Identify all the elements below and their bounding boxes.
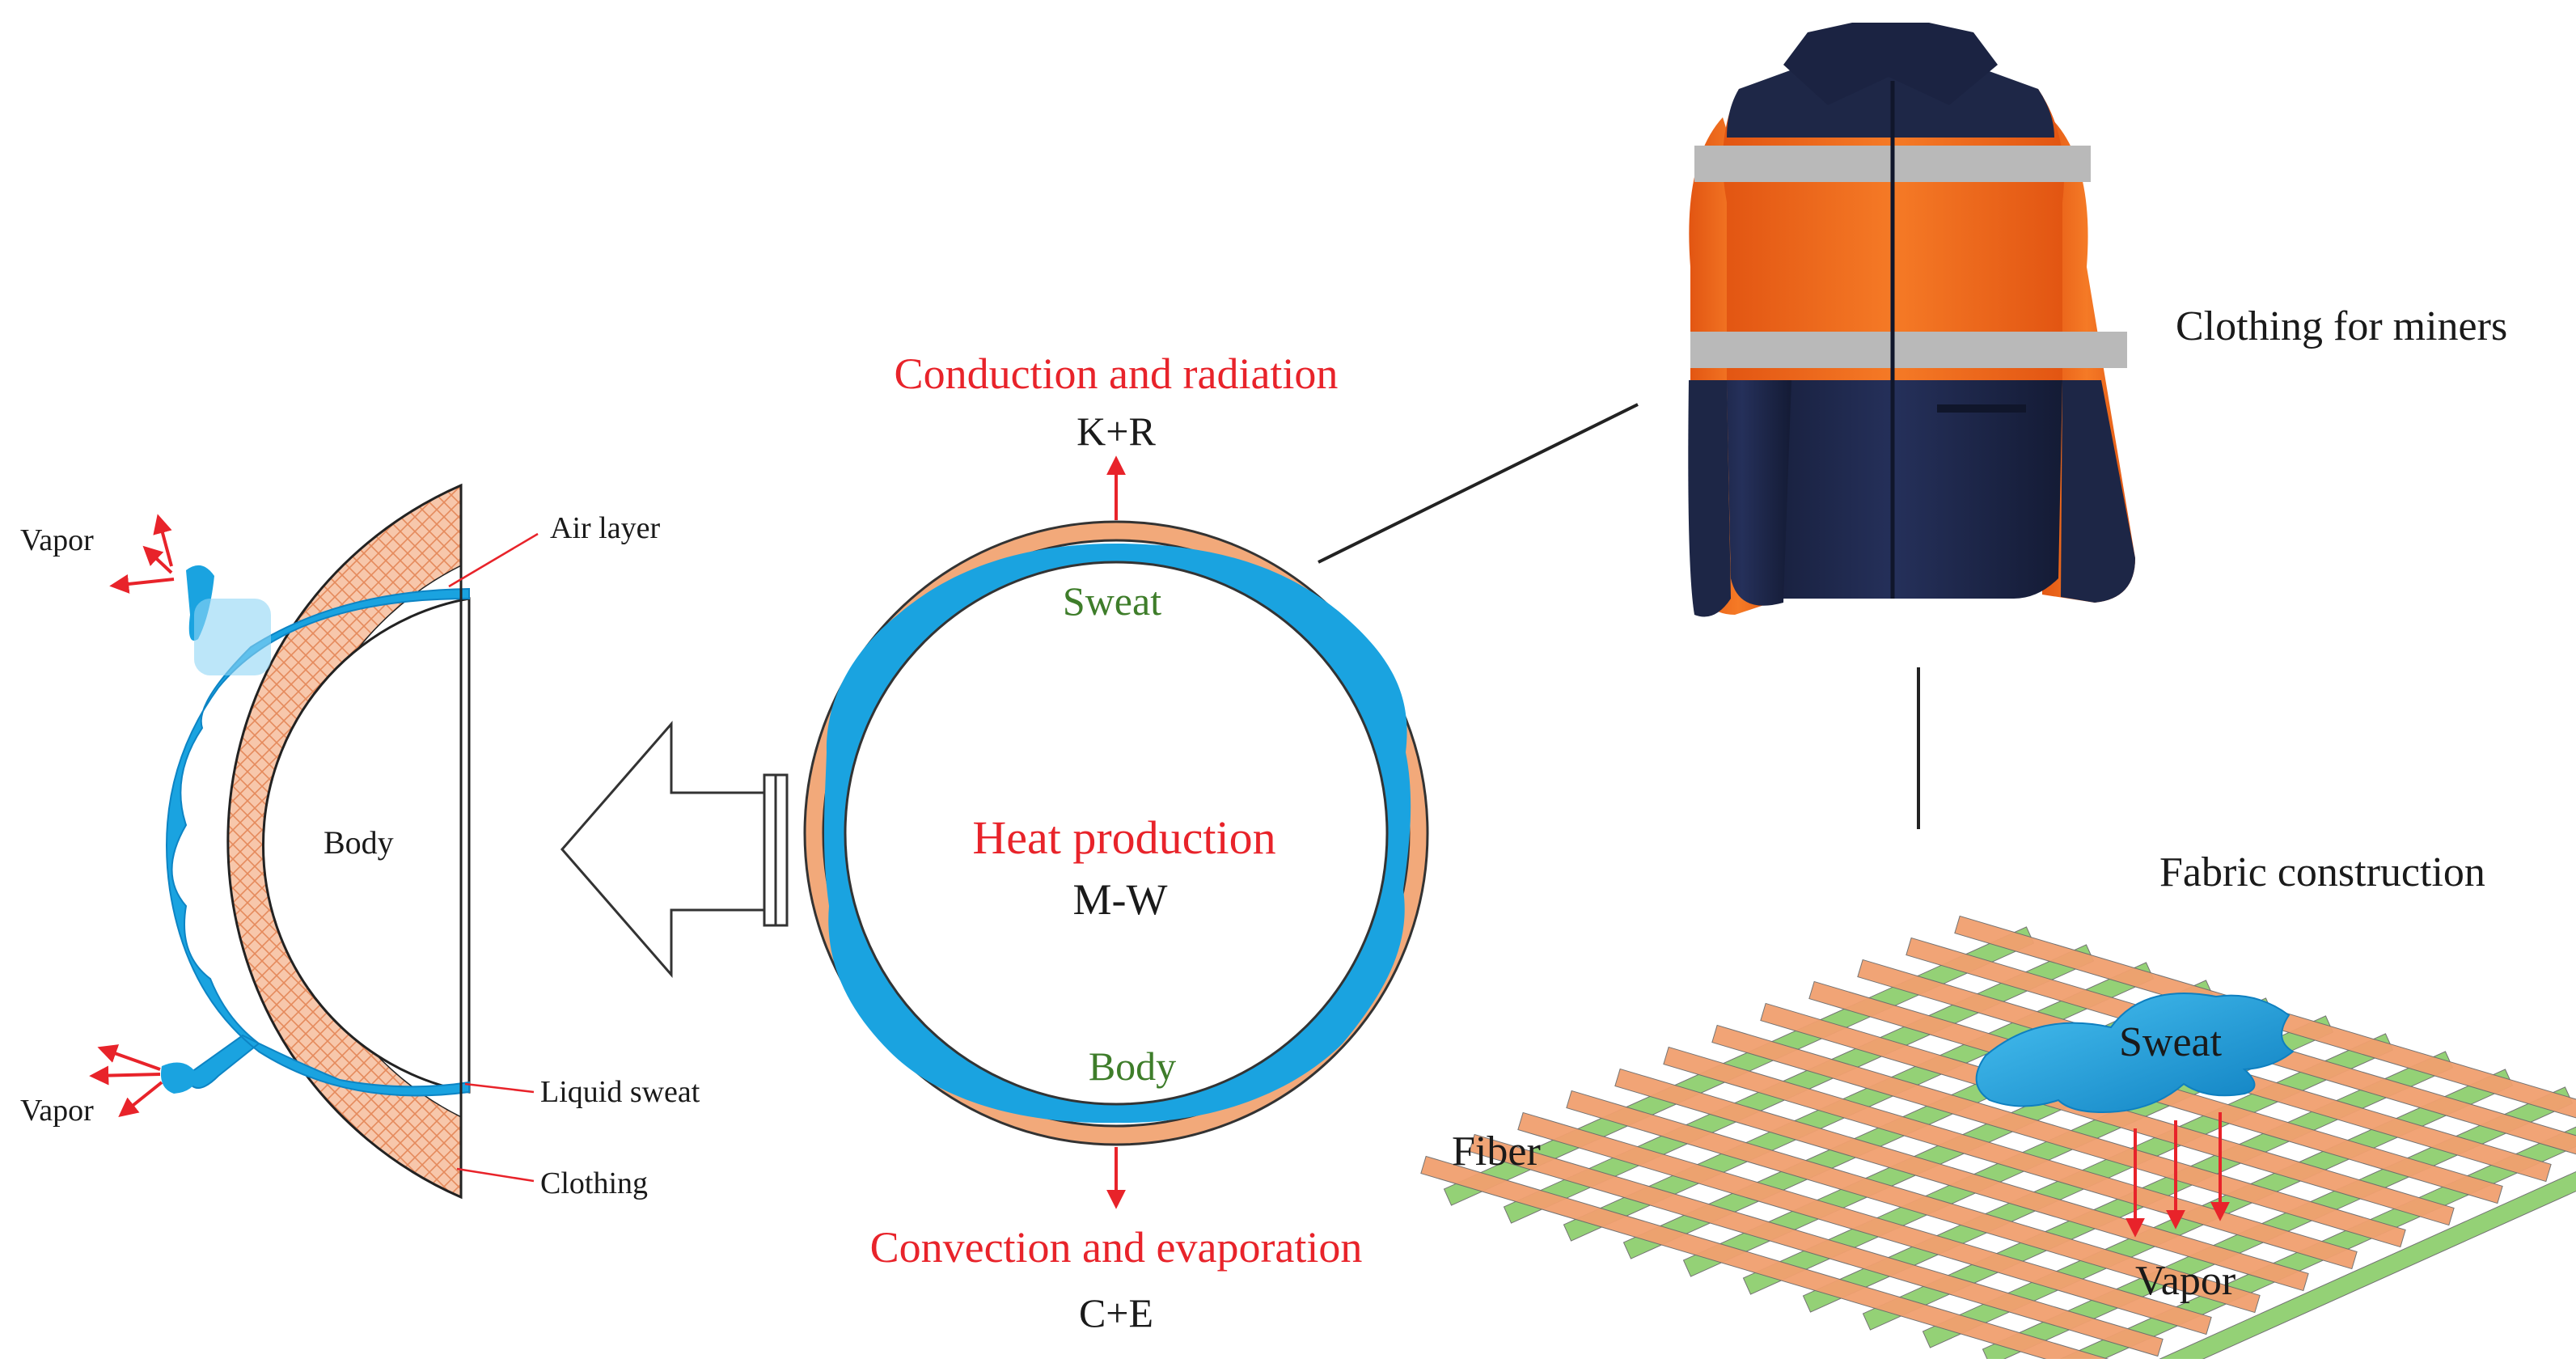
convection-evaporation-title: Convection and evaporation bbox=[870, 1223, 1363, 1272]
green-fiber bbox=[2150, 1170, 2576, 1363]
fabric-construction-illustration bbox=[1420, 915, 2576, 1363]
body-label-center: Body bbox=[1089, 1043, 1176, 1089]
air-layer-leader bbox=[448, 532, 539, 588]
clothing-label: Clothing bbox=[540, 1166, 648, 1200]
convection-evaporation-formula: C+E bbox=[1079, 1290, 1153, 1335]
vapor-arrow-bottom-3 bbox=[118, 1081, 163, 1117]
reflective-stripe-lower bbox=[1690, 332, 2127, 368]
vapor-arrow-top-3 bbox=[153, 514, 173, 567]
vapor-arrow-top-1 bbox=[142, 545, 173, 574]
jacket-collar bbox=[1783, 23, 1998, 105]
body-shape bbox=[262, 597, 471, 1094]
clothing-leader bbox=[456, 1167, 535, 1183]
liquid-sweat-film bbox=[166, 587, 470, 1097]
liquid-sweat-label: Liquid sweat bbox=[540, 1075, 700, 1109]
heat-balance-diagram: Conduction and radiation K+R Sweat Heat … bbox=[803, 349, 1429, 1335]
vapor-arrow-top-2 bbox=[109, 574, 175, 594]
sweat-wicking-glow bbox=[194, 599, 271, 675]
orange-fiber bbox=[1469, 1133, 2164, 1357]
vapor-label-bottom: Vapor bbox=[20, 1094, 94, 1128]
right-sleeve-navy bbox=[2061, 380, 2135, 603]
fabric-construction-title: Fabric construction bbox=[2159, 849, 2485, 895]
fabric-vapor-label: Vapor bbox=[2135, 1258, 2235, 1304]
fabric-sweat-label: Sweat bbox=[2119, 1019, 2223, 1065]
liquid-sweat-leader bbox=[464, 1082, 535, 1094]
sweat-puddle bbox=[1975, 992, 2295, 1114]
connector-circle-to-jacket bbox=[1318, 403, 1639, 564]
heat-production-title: Heat production bbox=[972, 811, 1275, 864]
orange-fiber bbox=[1517, 1111, 2212, 1335]
body-label-left: Body bbox=[324, 824, 394, 861]
conduction-radiation-title: Conduction and radiation bbox=[895, 349, 1339, 398]
jacket-pocket bbox=[1937, 404, 2026, 413]
fiber-label: Fiber bbox=[1452, 1128, 1541, 1175]
orange-fiber bbox=[1566, 1090, 2261, 1314]
heat-production-formula: M-W bbox=[1073, 875, 1168, 924]
sweat-blob-bottom bbox=[161, 1062, 198, 1094]
body-circle bbox=[844, 561, 1389, 1106]
conduction-radiation-formula: K+R bbox=[1077, 408, 1156, 454]
sweat-label-center: Sweat bbox=[1063, 578, 1161, 624]
vapor-arrow-bottom-2 bbox=[89, 1065, 161, 1086]
air-layer-label: Air layer bbox=[550, 511, 660, 545]
clothing-for-miners-label: Clothing for miners bbox=[2176, 303, 2507, 349]
miner-jacket-illustration bbox=[1688, 23, 2135, 617]
left-sleeve-navy bbox=[1688, 380, 1731, 617]
zoom-arrow-left bbox=[560, 720, 789, 979]
vapor-arrow-bottom-1 bbox=[97, 1044, 161, 1071]
orange-fiber bbox=[1711, 1024, 2406, 1248]
left-cuff-navy bbox=[1692, 380, 1791, 606]
vapor-label-top: Vapor bbox=[20, 523, 94, 557]
body-cross-section: Vapor Vapor Air layer Body Liquid sweat … bbox=[20, 483, 700, 1200]
